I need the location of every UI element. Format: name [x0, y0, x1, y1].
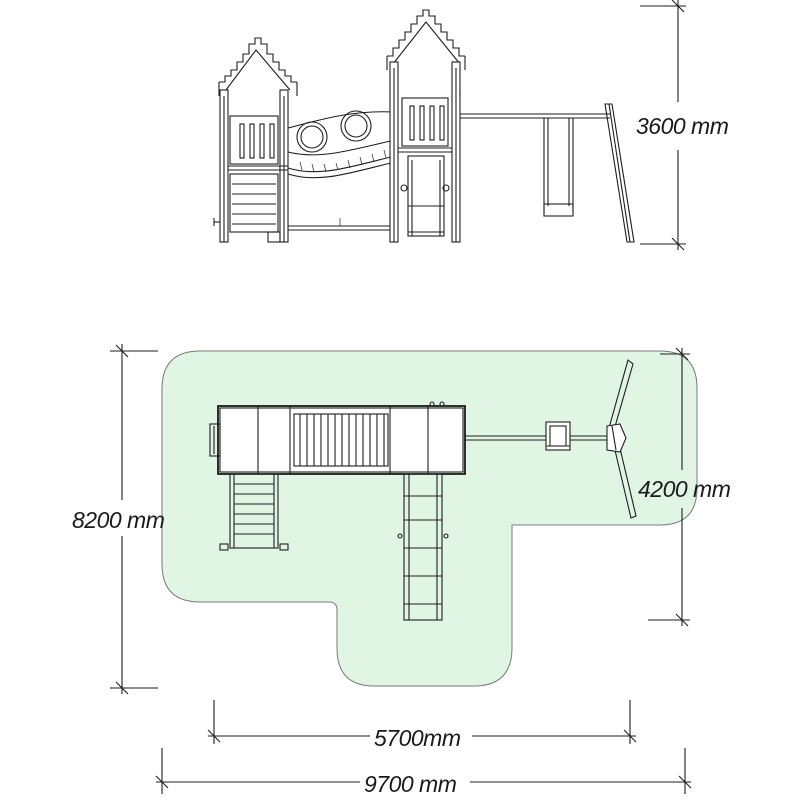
left-tower-roof	[218, 37, 298, 96]
plan-view: 8200 mm 4200 mm 5700mm	[72, 344, 731, 797]
length-dimension	[110, 344, 158, 695]
left-tower	[213, 89, 289, 243]
wave-bridge	[287, 110, 396, 231]
right-tower	[389, 61, 461, 243]
swing-plan	[465, 359, 637, 519]
length-label: 8200 mm	[72, 507, 165, 533]
left-ladder-plan	[219, 473, 289, 551]
tower-span-label: 5700mm	[374, 725, 461, 751]
height-dimension	[640, 0, 686, 251]
slide-plan	[397, 473, 449, 621]
right-tower-roof	[386, 9, 466, 70]
play-structure-plan	[209, 401, 466, 475]
bridge-slats	[293, 413, 389, 467]
total-width-dimension	[155, 748, 692, 794]
swing-zone-label: 4200 mm	[638, 476, 731, 502]
height-label: 3600 mm	[636, 113, 729, 139]
tower-span-dimension	[207, 700, 637, 744]
swing-zone-dimension	[648, 347, 690, 627]
swing-frame	[460, 103, 635, 243]
total-width-label: 9700 mm	[364, 771, 457, 797]
side-elevation-view: 3600 mm	[213, 0, 729, 251]
